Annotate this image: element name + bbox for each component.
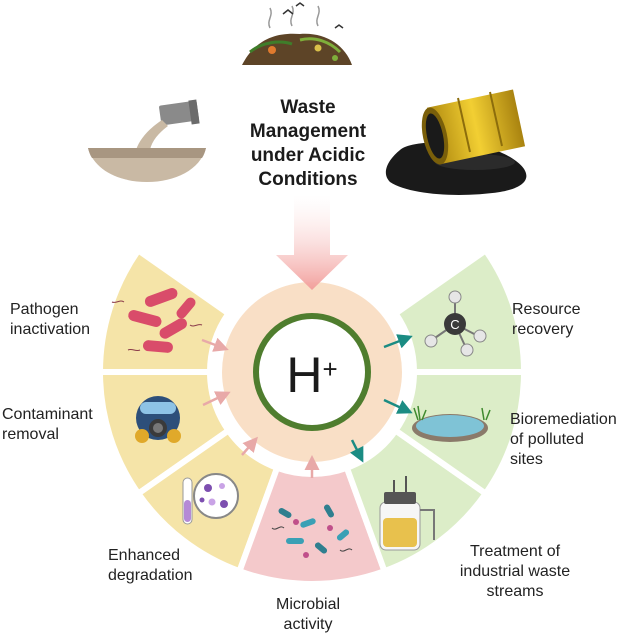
oil-barrel-spill-icon	[385, 89, 527, 195]
label-line: of polluted	[510, 431, 584, 448]
segment-pathogen-inactivation	[96, 246, 233, 375]
center-h: H	[286, 347, 323, 403]
methane-molecule-icon: C	[424, 290, 487, 357]
label-line: degradation	[108, 567, 193, 584]
label-line: Microbial	[276, 596, 341, 613]
title-line: Management	[249, 121, 367, 142]
label-line: Enhanced	[108, 547, 181, 564]
input-arrow-contaminant	[202, 391, 231, 407]
label-treatment-industrial: Treatment of industrial waste streams	[455, 542, 575, 602]
label-line: Contaminant	[2, 406, 93, 423]
title-line: Conditions	[258, 169, 358, 190]
label-line: removal	[2, 426, 59, 443]
label-line: Treatment of	[469, 543, 561, 560]
flow-arrows	[201, 334, 413, 478]
label-line: streams	[486, 583, 544, 600]
gas-mask-icon	[135, 396, 181, 443]
title-line: under Acidic	[250, 145, 366, 166]
label-bioremediation: Bioremediation of polluted sites	[510, 410, 617, 470]
output-arrow-treatment	[349, 439, 364, 463]
bacteria-icon	[111, 288, 203, 353]
microbes-icon	[271, 504, 353, 558]
label-pathogen-inactivation: Pathogen inactivation	[10, 300, 90, 340]
label-line: recovery	[512, 321, 574, 338]
sewage-pipe-icon	[88, 99, 206, 182]
center-label: H+	[272, 350, 352, 400]
top-arrow	[276, 195, 348, 290]
label-microbial-activity: Microbial activity	[276, 595, 340, 635]
label-enhanced-degradation: Enhanced degradation	[108, 546, 193, 586]
label-line: Bioremediation	[510, 411, 617, 428]
label-line: inactivation	[10, 321, 91, 338]
label-contaminant-removal: Contaminant removal	[2, 405, 93, 445]
label-line: activity	[283, 616, 333, 633]
center-ring	[253, 313, 371, 431]
label-resource-recovery: Resource recovery	[512, 300, 580, 340]
label-line: sites	[510, 451, 543, 468]
label-line: Resource	[512, 301, 581, 318]
label-line: Pathogen	[10, 301, 79, 318]
center-superscript: +	[322, 354, 338, 384]
pond-icon	[412, 405, 491, 442]
output-arrow-resource	[383, 334, 413, 349]
input-arrow-pathogen	[201, 337, 229, 352]
diagram-title: Waste Management under Acidic Conditions	[238, 96, 378, 192]
segment-microbial-activity	[235, 464, 389, 587]
segment-resource-recovery	[391, 246, 528, 375]
waste-pile-icon	[242, 2, 352, 65]
output-arrow-bioremediation	[383, 398, 413, 414]
input-arrow-degradation	[241, 436, 258, 456]
svg-text:C: C	[450, 317, 459, 332]
test-tube-icon	[182, 473, 239, 525]
label-line: industrial waste	[459, 563, 571, 580]
bioreactor-icon	[379, 476, 435, 551]
title-line: Waste	[280, 97, 336, 118]
